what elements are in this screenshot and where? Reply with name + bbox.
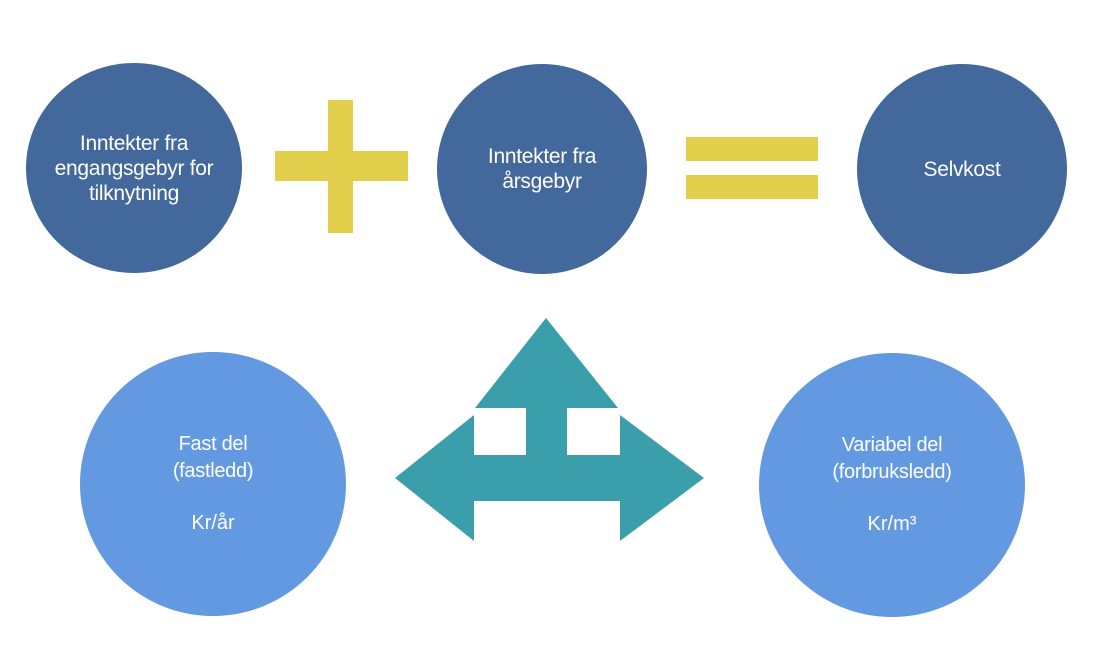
circle-variable-label: Variabel del (forbruksledd) [832, 432, 951, 486]
circle-variable-part: Variabel del (forbruksledd) Kr/m³ [759, 353, 1025, 617]
equals-sign-top-bar [686, 137, 818, 161]
circle-fixed-label: Fast del (fastledd) [172, 431, 254, 485]
circle-connection-line-1: Inntekter fra [79, 131, 189, 155]
circle-annual-label: Inntekter fra årsgebyr [488, 144, 596, 194]
equals-sign-bottom-bar [686, 175, 818, 199]
circle-connection-fee-income: Inntekter fra engangsgebyr for tilknytni… [26, 63, 242, 273]
circle-fixed-line-2: (fastledd) [172, 460, 254, 482]
circle-fixed-unit: Kr/år [191, 512, 235, 534]
circle-variable-unit: Kr/m³ [867, 513, 917, 535]
circle-fixed-part: Fast del (fastledd) Kr/år [80, 352, 346, 616]
circle-variable-line-1: Variabel del [841, 434, 943, 456]
circle-annual-fee-income: Inntekter fra årsgebyr [437, 64, 647, 274]
circle-variable-line-2: (forbruksledd) [832, 461, 952, 483]
three-way-arrow-shape [395, 318, 704, 541]
circle-selfcost-line-1: Selvkost [923, 157, 1001, 181]
circle-selfcost: Selvkost [857, 64, 1067, 274]
circle-fixed-line-1: Fast del [178, 433, 248, 455]
circle-selfcost-label: Selvkost [924, 157, 1001, 182]
circle-connection-line-2: engangsgebyr for [54, 156, 214, 180]
circle-annual-line-2: årsgebyr [502, 170, 582, 193]
circle-annual-line-1: Inntekter fra [487, 145, 597, 168]
plus-sign-vertical-bar [328, 100, 353, 233]
circle-connection-label: Inntekter fra engangsgebyr for tilknytni… [55, 131, 214, 206]
circle-connection-line-3: tilknytning [88, 181, 180, 205]
